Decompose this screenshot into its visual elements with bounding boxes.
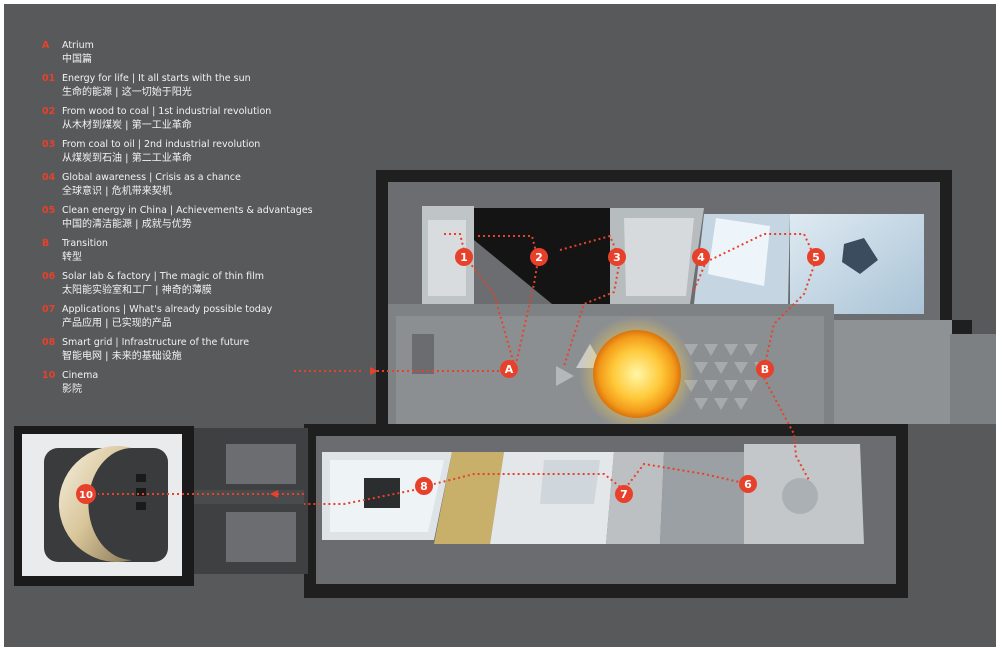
legend-key: 07 [42, 304, 56, 315]
legend-key: 02 [42, 106, 56, 117]
legend-entry: 02 From wood to coal | 1st industrial rev… [42, 106, 342, 139]
marker: 5 [807, 248, 825, 266]
legend-title-zh: 转型 [62, 252, 82, 263]
legend-title-en: Atrium [62, 40, 94, 51]
svg-text:1: 1 [460, 251, 468, 264]
visitor-route [98, 233, 817, 505]
legend-title-en: Transition [62, 238, 108, 249]
marker: 4 [692, 248, 710, 266]
legend-title-en: From wood to coal | 1st industrial revol… [62, 106, 272, 117]
legend-key: A [42, 40, 50, 51]
cinema [14, 426, 194, 586]
legend-title-en: Global awareness | Crisis as a chance [62, 172, 241, 183]
legend-key: 03 [42, 139, 56, 150]
legend-key: 06 [42, 271, 56, 282]
exit-arrow [270, 490, 278, 498]
legend-title-zh: 从煤炭到石油 | 第二工业革命 [62, 153, 192, 164]
marker: 6 [739, 475, 757, 493]
legend-key: 08 [42, 337, 56, 348]
svg-text:3: 3 [613, 251, 621, 264]
lower-building [304, 424, 908, 598]
legend-title-en: Clean energy in China | Achievements & a… [62, 205, 313, 216]
floor-plan: 1 2 3 4 5 A B 6 [14, 170, 996, 598]
legend-key: 01 [42, 73, 56, 84]
legend-title-zh: 中国篇 [62, 54, 92, 65]
legend-title-zh: 产品应用 | 已实现的产品 [62, 318, 172, 329]
marker: 7 [615, 485, 633, 503]
svg-text:2: 2 [535, 251, 543, 264]
svg-text:4: 4 [697, 251, 705, 264]
entry-arrow [370, 367, 378, 375]
legend-entry: A Atrium 中国篇 [42, 40, 342, 73]
marker: 1 [455, 248, 473, 266]
legend-key: 04 [42, 172, 56, 183]
legend-title-zh: 从木材到煤炭 | 第一工业革命 [62, 120, 192, 131]
legend-title-en: From coal to oil | 2nd industrial revolu… [62, 139, 261, 150]
legend-title-zh: 太阳能实验室和工厂 | 神奇的薄膜 [62, 285, 212, 296]
floor-plan-canvas: A Atrium 中国篇 01 Energy for life | It all st… [4, 4, 996, 647]
legend-title-en: Applications | What's already possible t… [62, 304, 273, 315]
legend-title-en: Solar lab & factory | The magic of thin … [62, 271, 265, 282]
legend-entry: 03 From coal to oil | 2nd industrial revo… [42, 139, 342, 172]
marker: A [500, 360, 518, 378]
legend-entry: 08 Smart grid | Infrastructure of the fut… [42, 337, 342, 370]
legend: A Atrium 中国篇 01 Energy for life | It all st… [42, 40, 342, 403]
legend-title-zh: 智能电网 | 未来的基础设施 [62, 351, 182, 362]
marker: 3 [608, 248, 626, 266]
legend-key: 05 [42, 205, 56, 216]
legend-entry: 05 Clean energy in China | Achievements &… [42, 205, 342, 238]
legend-entry: 07 Applications | What's already possible… [42, 304, 342, 337]
svg-text:6: 6 [744, 478, 752, 491]
legend-title-en: Cinema [62, 370, 99, 381]
legend-entry: 04 Global awareness | Crisis as a chance 全… [42, 172, 342, 205]
legend-title-zh: 全球意识 | 危机带来契机 [62, 186, 172, 197]
legend-entry: B Transition 转型 [42, 238, 342, 271]
link-corridor [190, 428, 308, 574]
svg-text:B: B [761, 363, 769, 376]
legend-title-en: Smart grid | Infrastructure of the futur… [62, 337, 250, 348]
marker: B [756, 360, 774, 378]
svg-text:A: A [505, 363, 514, 376]
svg-text:8: 8 [420, 480, 428, 493]
legend-entry: 01 Energy for life | It all starts with t… [42, 73, 342, 106]
legend-entry: 10 Cinema 影院 [42, 370, 342, 403]
marker: 2 [530, 248, 548, 266]
legend-title-en: Energy for life | It all starts with the… [62, 73, 251, 84]
legend-title-zh: 中国的清洁能源 | 成就与优势 [62, 219, 192, 230]
legend-key: B [42, 238, 50, 249]
sun-sculpture [579, 316, 695, 432]
marker: 8 [415, 477, 433, 495]
svg-text:10: 10 [79, 490, 93, 501]
legend-title-zh: 生命的能源 | 这一切始于阳光 [62, 87, 192, 98]
svg-text:7: 7 [620, 488, 628, 501]
legend-title-zh: 影院 [62, 384, 82, 395]
legend-key: 10 [42, 370, 56, 381]
svg-text:5: 5 [812, 251, 820, 264]
legend-entry: 06 Solar lab & factory | The magic of thi… [42, 271, 342, 304]
marker: 10 [76, 484, 96, 504]
